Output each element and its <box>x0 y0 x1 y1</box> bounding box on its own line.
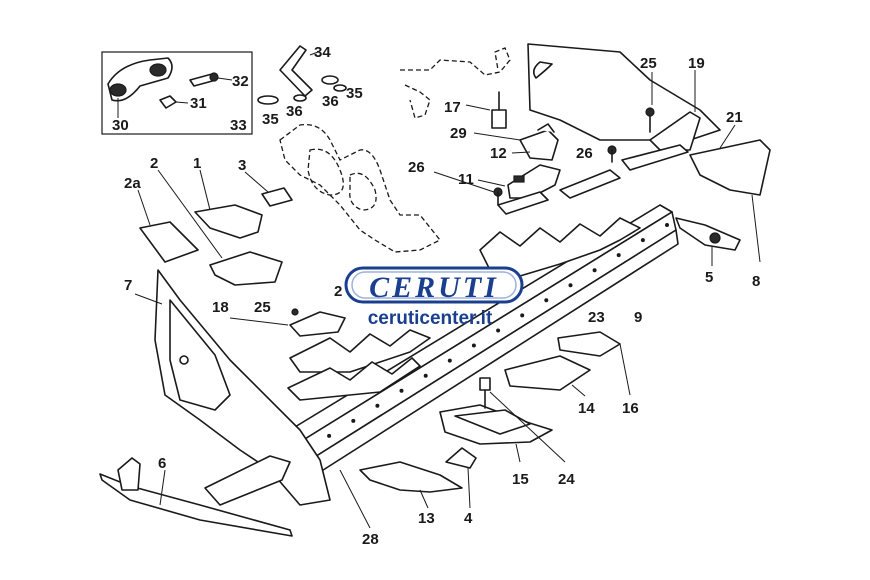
callout-35-right: 35 <box>346 85 363 102</box>
callout-31: 31 <box>190 95 207 112</box>
part-11-clip <box>477 164 561 199</box>
callout-25-right: 25 <box>640 55 657 72</box>
callout-23: 23 <box>588 309 605 326</box>
part-2a-bracket <box>137 189 199 263</box>
callout-11: 11 <box>458 171 474 188</box>
part-34-bracket <box>257 45 347 105</box>
callout-32: 32 <box>232 73 249 90</box>
callout-24: 24 <box>558 471 575 488</box>
callout-labels: 1 2 2a 3 4 5 6 7 8 9 11 12 13 14 15 16 1… <box>112 44 760 548</box>
part-14-16-guards <box>504 331 631 397</box>
part-24-bolt <box>479 377 566 463</box>
watermark-url: ceruticenter.it <box>368 308 493 329</box>
callout-25-left: 25 <box>254 299 271 316</box>
bar-rivet-hole <box>616 253 621 258</box>
part-15-guards <box>439 404 553 463</box>
upper-wear-plates <box>497 144 689 215</box>
callout-2-lower: 2 <box>334 283 342 300</box>
callout-30: 30 <box>112 117 129 134</box>
part-17-bolt <box>465 91 507 129</box>
ceruti-watermark: CERUTI ceruticenter.it <box>344 266 524 329</box>
callout-29: 29 <box>450 125 467 142</box>
callout-26-right: 26 <box>576 145 593 162</box>
callout-3: 3 <box>238 157 246 174</box>
callout-5: 5 <box>705 269 713 286</box>
bar-rivet-hole <box>520 313 525 318</box>
bar-rivet-hole <box>640 238 645 243</box>
callout-2a: 2a <box>124 175 141 192</box>
callout-12: 12 <box>490 145 507 162</box>
callout-14: 14 <box>578 400 595 417</box>
part-29-12-clip <box>473 123 559 161</box>
lower-knife-sections <box>287 329 431 401</box>
callout-33: 33 <box>230 117 247 134</box>
part-1-2-3-plates <box>157 169 293 286</box>
bar-rivet-hole <box>665 223 669 227</box>
part-5-clip <box>675 217 741 266</box>
callout-8: 8 <box>752 273 760 290</box>
bar-rivet-hole <box>496 328 501 333</box>
part-13-guard <box>359 461 463 509</box>
part-25-bolt <box>645 72 655 133</box>
part-18-25-clips <box>229 308 346 337</box>
callout-36-left: 36 <box>286 103 303 120</box>
callout-35-left: 35 <box>262 111 279 128</box>
part-4-plate <box>445 447 477 509</box>
callout-9: 9 <box>634 309 642 326</box>
callout-2: 2 <box>150 155 158 172</box>
bar-rivet-hole <box>399 388 404 393</box>
callout-19: 19 <box>688 55 705 72</box>
part-26-screws <box>433 145 617 206</box>
bar-rivet-hole <box>568 283 573 288</box>
callout-26-left: 26 <box>408 159 425 176</box>
knife-sections <box>479 217 641 277</box>
callout-16: 16 <box>622 400 639 417</box>
bar-rivet-hole <box>351 418 356 423</box>
callout-6: 6 <box>158 455 166 472</box>
bar-rivet-hole <box>471 343 476 348</box>
bar-rivet-hole <box>375 403 380 408</box>
callout-34: 34 <box>314 44 331 61</box>
part-7-inner-shoe <box>134 269 331 506</box>
callout-21: 21 <box>726 109 743 126</box>
callout-15: 15 <box>512 471 529 488</box>
callout-1: 1 <box>193 155 201 172</box>
dashed-frame-outline <box>279 47 511 253</box>
part-28-plate <box>204 455 371 529</box>
callout-18: 18 <box>212 299 229 316</box>
callout-36-right: 36 <box>322 93 339 110</box>
callout-28: 28 <box>362 531 379 548</box>
bar-rivet-hole <box>592 268 597 273</box>
bar-rivet-hole <box>447 358 452 363</box>
part-6-bracket <box>99 457 293 537</box>
bar-rivet-hole <box>423 373 428 378</box>
watermark-brand: CERUTI <box>369 271 499 304</box>
callout-13: 13 <box>418 510 435 527</box>
part-19-plate <box>649 70 701 151</box>
callout-4: 4 <box>464 510 473 527</box>
bar-rivet-hole <box>544 298 549 303</box>
bar-rivet-hole <box>327 433 332 438</box>
part-8-shoe <box>689 124 771 263</box>
callout-17: 17 <box>444 99 461 116</box>
inset-box-30-33 <box>101 51 253 135</box>
callout-7: 7 <box>124 277 132 294</box>
